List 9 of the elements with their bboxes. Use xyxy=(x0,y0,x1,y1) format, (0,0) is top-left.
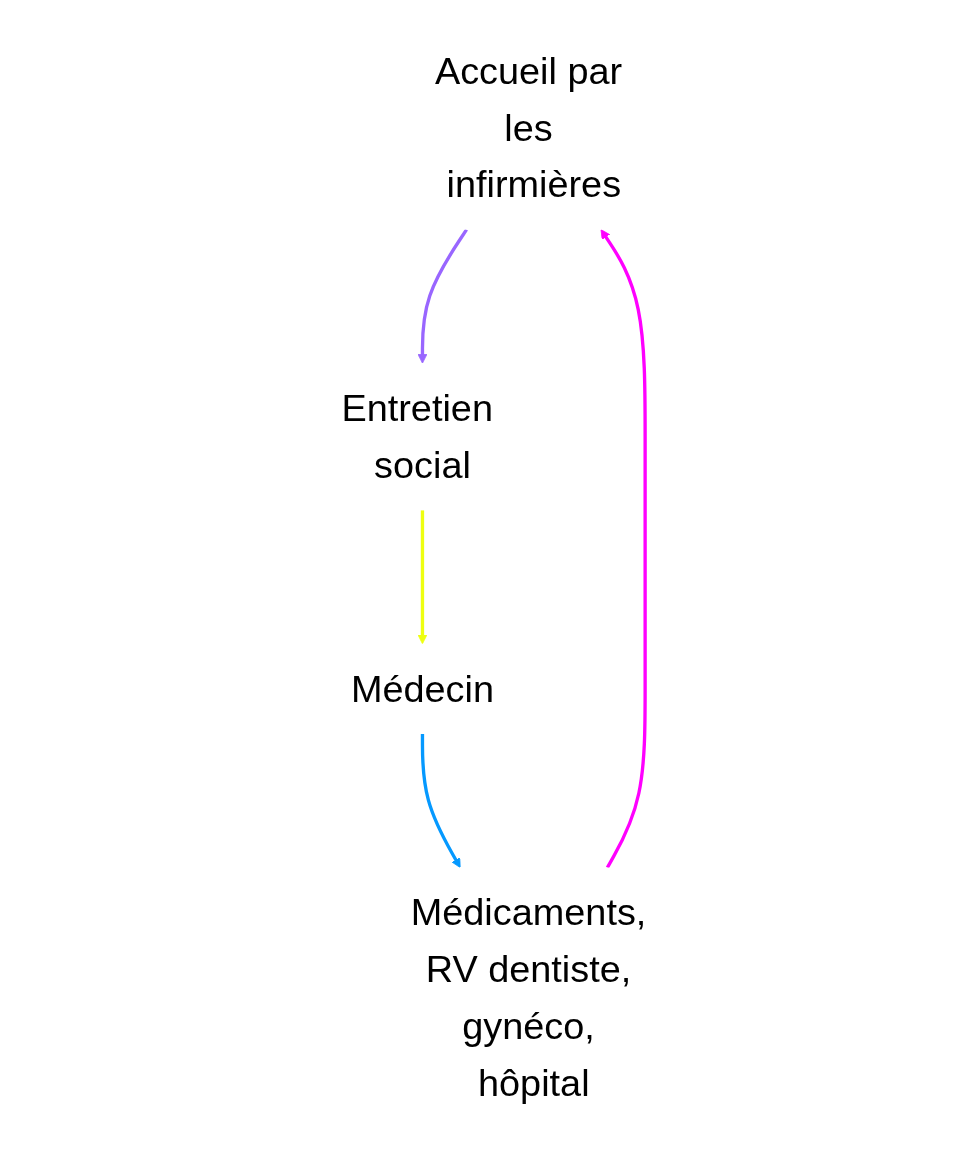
arrow xyxy=(417,509,428,644)
arrow xyxy=(420,733,461,868)
node-text: Accueil par les infirmières xyxy=(434,48,623,205)
node-text: Médicaments, RV dentiste, gynéco, hôpital xyxy=(410,890,647,1104)
node-text: Entretien social xyxy=(341,386,493,486)
arrow xyxy=(417,228,468,364)
cycle-diagram: Accueil par les infirmières Entretien social Médecin Médicaments, RV dentiste, gynéco, hôpital xyxy=(14,16,954,1137)
arrow xyxy=(600,228,647,868)
node-text: Médecin xyxy=(350,666,494,709)
